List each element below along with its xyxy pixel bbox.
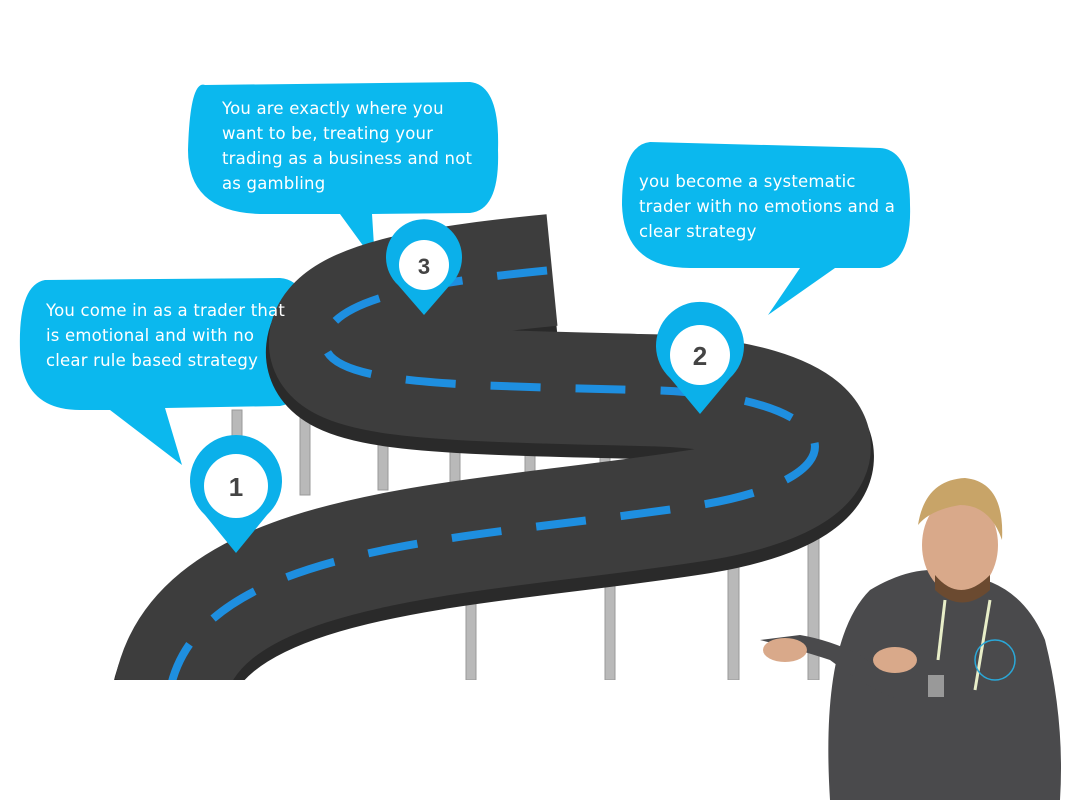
map-pin-2: 2 <box>656 301 744 414</box>
speech-bubble-3-text: You are exactly where you want to be, tr… <box>222 99 473 193</box>
speech-bubble-1-text: You come in as a trader that is emotiona… <box>46 301 286 370</box>
speech-bubble-1-shape <box>19 278 313 465</box>
speech-bubble-3-shape <box>188 82 499 262</box>
speech-bubble-2-shape <box>622 142 911 315</box>
map-pin-3: 3 <box>386 219 462 315</box>
winding-road <box>112 214 874 716</box>
pin-2-label: 2 <box>693 341 707 371</box>
map-pin-1: 1 <box>190 435 282 553</box>
presenter-person <box>760 478 1061 800</box>
pin-3-label: 3 <box>418 254 430 279</box>
pin-1-label: 1 <box>229 472 243 502</box>
speech-bubble-2-text: you become a systematic trader with no e… <box>639 172 896 241</box>
